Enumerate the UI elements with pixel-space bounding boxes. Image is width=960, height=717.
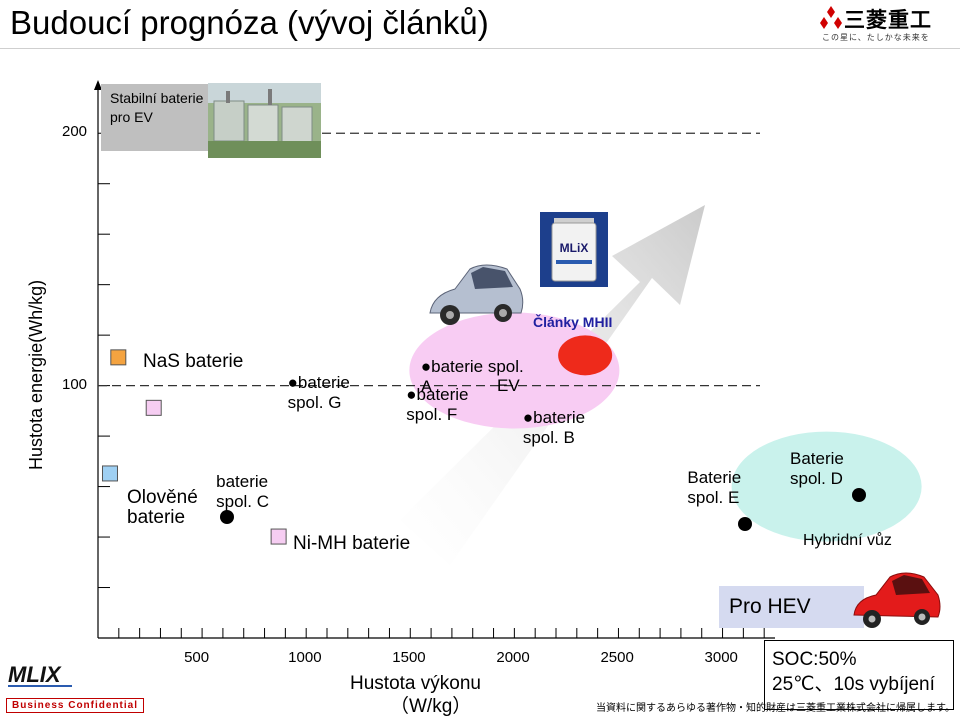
page-title: Budoucí prognóza (vývoj článků) <box>10 4 489 41</box>
x-tick-label: 2000 <box>496 649 530 666</box>
x-axis-unit: （W/kg） <box>390 696 472 717</box>
copyright-notice: 当資料に関するあらゆる著作物・知的財産は三菱重工業株式会社に帰属します。 <box>596 703 955 714</box>
stable-battery-label: Stabilní baterie pro EV <box>110 90 204 125</box>
hybrid-vehicle-label: Hybridní vůz <box>803 532 892 549</box>
mlix-brand-logo: MLIX <box>8 662 72 687</box>
point-dot <box>220 510 234 524</box>
test-condition-box <box>764 640 954 710</box>
ev-car-image <box>429 264 524 325</box>
y-tick-label: 100 <box>62 375 88 393</box>
y-axis-arrow <box>94 80 102 90</box>
region-hev <box>731 431 922 542</box>
y-axis-label: Hustota energie(Wh/kg) <box>26 279 46 470</box>
title-divider <box>0 48 960 49</box>
brand-logo-text: MLIX <box>8 662 62 687</box>
mitsubishi-diamonds-icon <box>820 6 842 29</box>
discharge-condition: 25℃、10s vybíjení <box>772 674 935 695</box>
mlix-cell-photo: MLiX <box>540 212 608 287</box>
x-tick-label: 1000 <box>288 649 322 666</box>
x-tick-label: 3000 <box>704 649 738 666</box>
x-tick-label: 2500 <box>600 649 634 666</box>
battery-station-photo <box>208 83 321 158</box>
point-label: ●baterie spol.A <box>420 357 524 397</box>
mhi-slogan: この星に、たしかな未来を <box>822 33 930 42</box>
mhi-cells-label: Články MHII <box>533 314 613 330</box>
nimh-battery-label: Ni-MH baterie <box>293 533 411 554</box>
mhi-logo: 三菱重工 この星に、たしかな未来を <box>812 4 952 44</box>
hybrid-car-image <box>853 572 941 628</box>
point-dot <box>852 488 866 502</box>
mhi-logo-text: 三菱重工 <box>844 9 932 32</box>
y-tick-label: 200 <box>62 123 88 141</box>
point-dot <box>738 517 752 531</box>
marker-nas <box>110 349 127 366</box>
ev-label: EV <box>497 376 520 395</box>
confidential-badge: Business Confidential <box>6 698 144 713</box>
svg-text:MLiX: MLiX <box>560 241 589 255</box>
soc-condition: SOC:50% <box>772 649 857 670</box>
x-tick-label: 1500 <box>392 649 426 666</box>
nas-battery-label: NaS baterie <box>143 351 244 372</box>
x-tick-label: 500 <box>184 649 210 666</box>
x-axis-label: Hustota výkonu <box>350 673 481 694</box>
hev-label: Pro HEV <box>719 586 864 628</box>
marker-lead <box>101 465 118 482</box>
region-mhi <box>558 335 613 376</box>
marker-nas <box>145 399 162 416</box>
marker-nimh <box>270 528 287 545</box>
stable-battery-box <box>101 84 208 151</box>
